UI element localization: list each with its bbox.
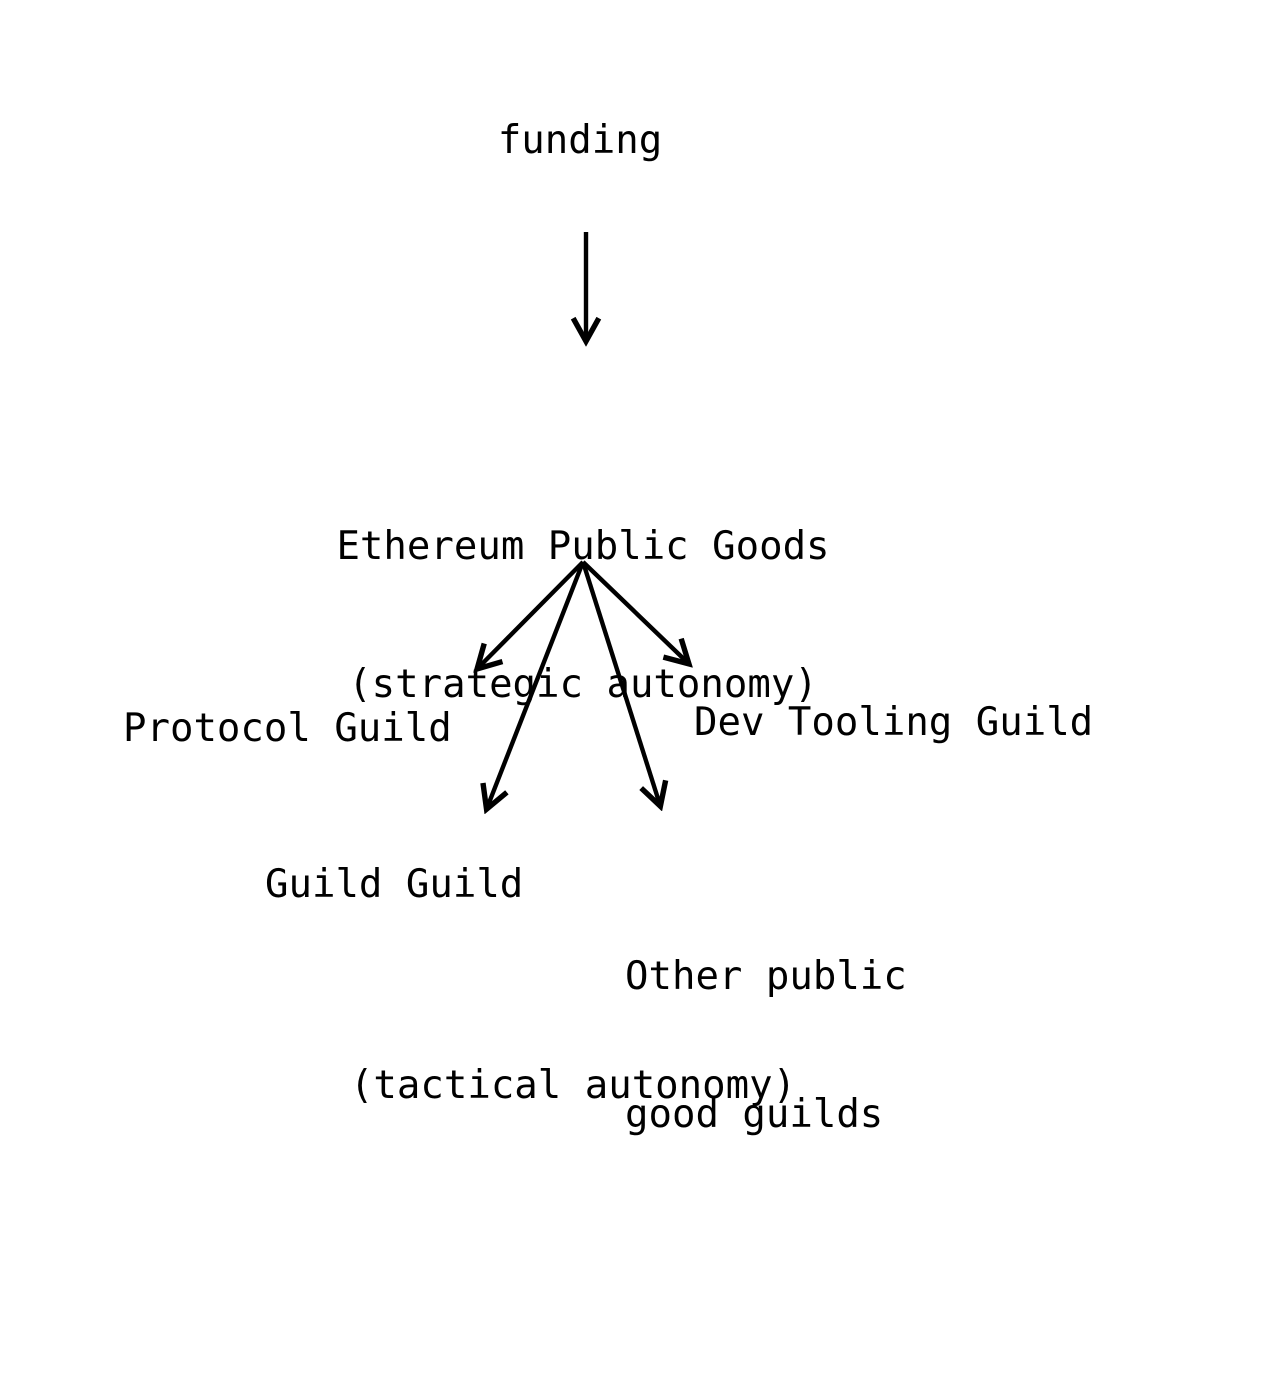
node-funding: funding xyxy=(497,118,663,163)
edge-root-to-dev-tooling-guild xyxy=(581,560,688,663)
node-ethereum-public-goods-line1: Ethereum Public Goods xyxy=(336,524,830,570)
edge-root-to-protocol-guild xyxy=(478,560,585,668)
edge-root-to-guild-guild xyxy=(487,561,586,808)
node-guild-guild: Guild Guild xyxy=(265,862,524,907)
node-protocol-guild: Protocol Guild xyxy=(123,706,452,751)
node-tactical-autonomy: (tactical autonomy) xyxy=(349,1063,797,1108)
node-other-public-good-guilds-line2: good guilds xyxy=(625,1092,884,1138)
node-strategic-autonomy-line: (strategic autonomy) xyxy=(348,662,818,708)
node-other-public-good-guilds: Other public good guilds xyxy=(625,862,907,1230)
node-ethereum-public-goods: Ethereum Public Goods (strategic autonom… xyxy=(0,432,1166,800)
node-dev-tooling-guild: Dev Tooling Guild xyxy=(694,700,1094,745)
edge-root-to-other-guilds xyxy=(580,561,660,805)
node-other-public-good-guilds-line1: Other public xyxy=(625,954,907,1000)
